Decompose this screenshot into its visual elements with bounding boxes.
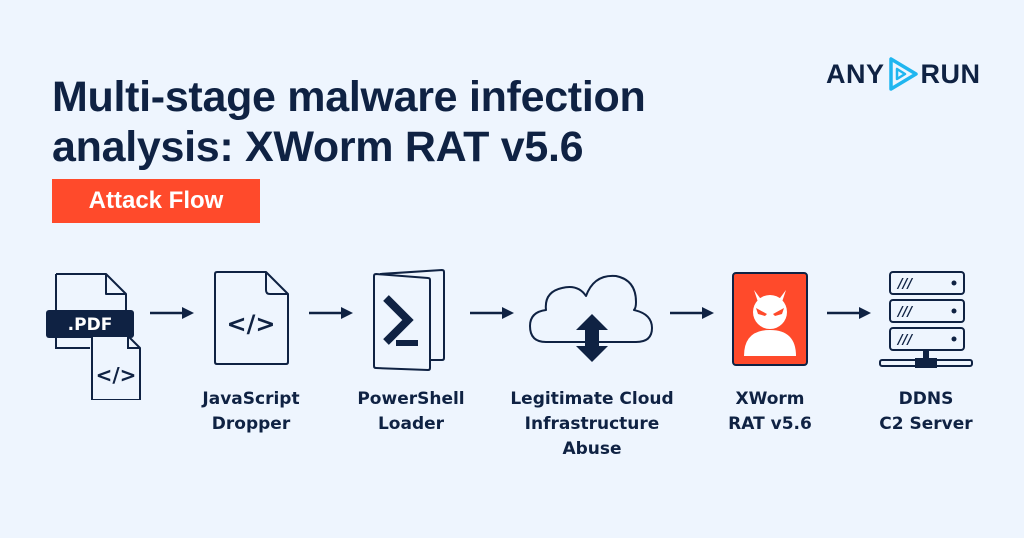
flow-arrow-5 bbox=[827, 307, 871, 319]
label-line: Abuse bbox=[562, 439, 622, 459]
pdf-file-with-script-icon: .PDF </> bbox=[44, 270, 144, 401]
label-line: JavaScript bbox=[202, 389, 300, 409]
page-title: Multi-stage malware infection analysis: … bbox=[52, 72, 646, 172]
flow-arrow-4 bbox=[670, 307, 714, 319]
stage-label-xworm-rat: XWorm RAT v5.6 bbox=[728, 387, 812, 437]
stage-label-ddns-c2: DDNS C2 Server bbox=[879, 387, 972, 437]
badge-label: Attack Flow bbox=[88, 187, 224, 214]
rack-glyph: /// bbox=[896, 277, 913, 292]
label-line: Infrastructure bbox=[524, 414, 660, 434]
code-glyph: </> bbox=[96, 363, 137, 387]
javascript-file-icon: </> bbox=[212, 270, 292, 366]
title-line-2: analysis: XWorm RAT v5.6 bbox=[52, 123, 584, 171]
rack-glyph: /// bbox=[896, 333, 913, 348]
devil-hacker-icon bbox=[732, 272, 808, 366]
stage-label-powershell-loader: PowerShell Loader bbox=[357, 387, 464, 437]
stage-label-cloud-abuse: Legitimate Cloud Infrastructure Abuse bbox=[510, 387, 673, 462]
pdf-tag: .PDF bbox=[68, 315, 113, 335]
label-line: Legitimate Cloud bbox=[510, 389, 674, 409]
label-line: DDNS bbox=[898, 389, 954, 409]
label-line: Loader bbox=[377, 414, 445, 434]
flow-arrow-3 bbox=[470, 307, 514, 319]
flow-arrow-2 bbox=[309, 307, 353, 319]
cloud-transfer-icon bbox=[528, 272, 656, 374]
flow-arrow-1 bbox=[150, 307, 194, 319]
powershell-terminal-icon bbox=[372, 268, 456, 372]
title-line-1: Multi-stage malware infection bbox=[52, 73, 646, 121]
label-line: RAT v5.6 bbox=[728, 414, 812, 434]
label-line: XWorm bbox=[735, 389, 805, 409]
anyrun-logo: ANY RUN bbox=[826, 56, 981, 92]
logo-text-right: RUN bbox=[920, 58, 981, 89]
logo-text-left: ANY bbox=[826, 58, 885, 89]
play-triangle-icon bbox=[888, 57, 918, 91]
code-glyph: </> bbox=[227, 310, 276, 338]
label-line: Dropper bbox=[211, 414, 291, 434]
attack-flow-badge: Attack Flow bbox=[52, 179, 260, 223]
rack-glyph: /// bbox=[896, 305, 913, 320]
label-line: C2 Server bbox=[879, 414, 973, 434]
label-line: PowerShell bbox=[357, 389, 465, 409]
server-rack-icon: /// /// /// bbox=[878, 270, 974, 370]
stage-label-javascript-dropper: JavaScript Dropper bbox=[202, 387, 299, 437]
